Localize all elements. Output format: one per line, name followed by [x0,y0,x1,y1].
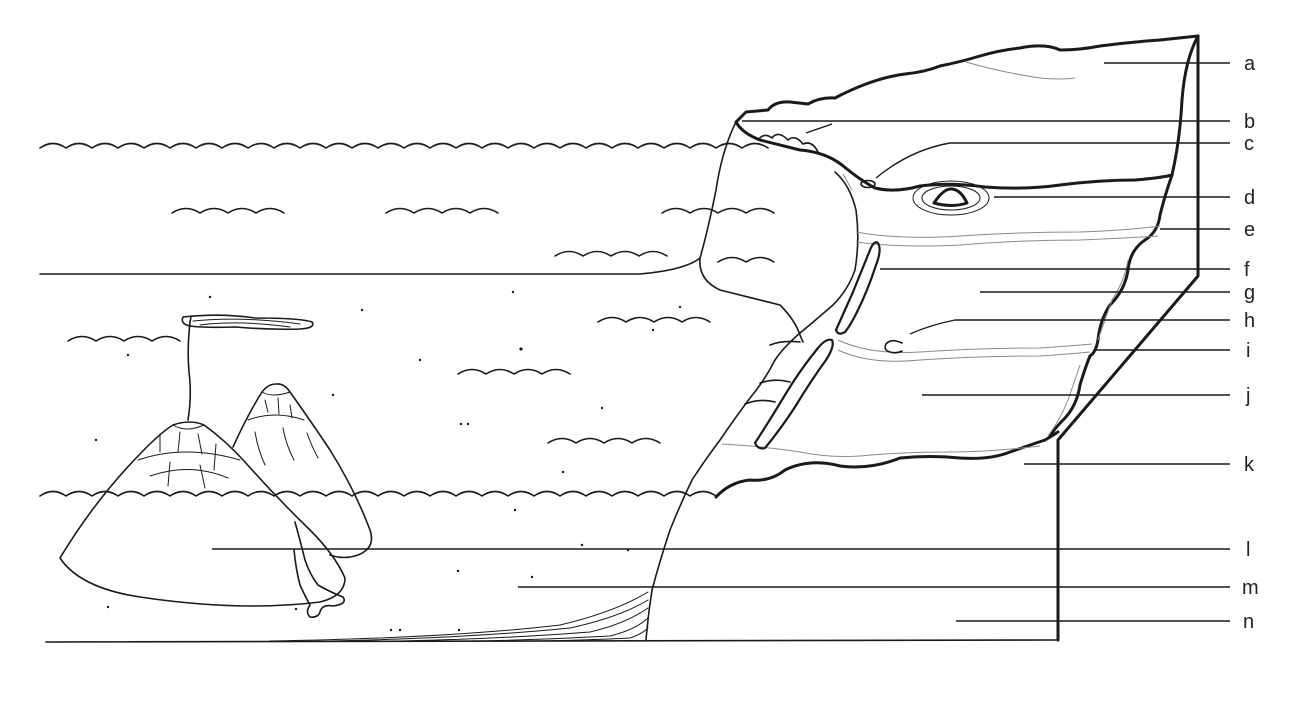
label-l: l [1246,539,1250,561]
shore-features [755,134,989,448]
label-h: h [1244,310,1255,332]
label-d: d [1244,187,1255,209]
volcanoes [60,315,372,617]
continental-block [270,36,1198,641]
label-a: a [1244,53,1256,75]
label-c: c [1244,133,1254,155]
label-m: m [1242,577,1259,599]
label-k: k [1244,454,1255,476]
label-f: f [1244,259,1250,281]
label-g: g [1244,282,1255,304]
label-n: n [1243,611,1254,633]
labels: a b c d e f g h i j k l m n [1242,53,1259,633]
leader-lines [212,63,1230,621]
label-j: j [1245,385,1250,407]
label-b: b [1244,111,1255,133]
label-i: i [1246,340,1250,362]
sediment-dots [95,291,681,631]
label-e: e [1244,219,1255,241]
